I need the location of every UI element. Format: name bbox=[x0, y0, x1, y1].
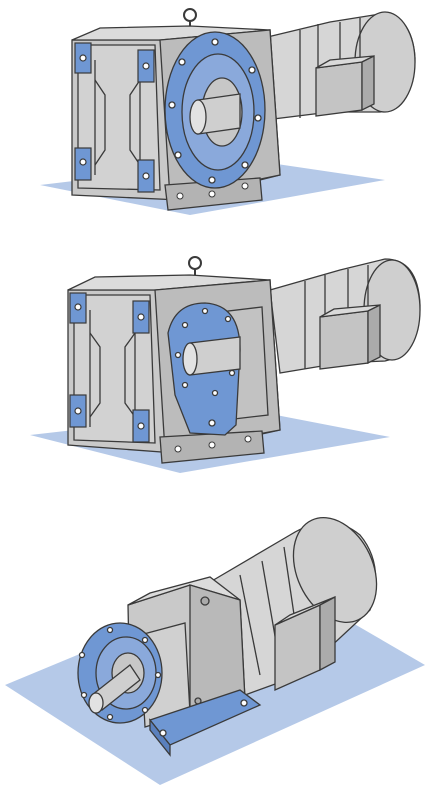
mounting-pads bbox=[74, 42, 155, 193]
base-holes bbox=[176, 182, 249, 200]
gearmotor-figure-3 bbox=[0, 505, 425, 791]
base-holes bbox=[174, 435, 252, 453]
output-shaft bbox=[88, 664, 141, 714]
mounting-foot bbox=[148, 689, 262, 757]
gearmotor-figure-2 bbox=[0, 245, 425, 495]
gearmotor-figure-1 bbox=[0, 0, 425, 240]
output-shaft bbox=[189, 93, 241, 135]
mounting-pads bbox=[69, 292, 150, 443]
terminal-box bbox=[319, 303, 381, 370]
terminal-box bbox=[315, 54, 375, 117]
terminal-box bbox=[274, 595, 336, 692]
output-shaft bbox=[182, 336, 241, 376]
